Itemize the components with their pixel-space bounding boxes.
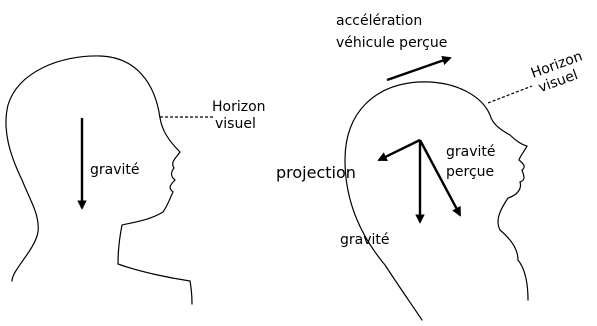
- left-head-outline: [5, 55, 193, 305]
- right-gravity-label: gravité: [340, 232, 390, 248]
- right-head-outline: [344, 81, 529, 321]
- right-horizon-label: Horizon visuel: [529, 47, 594, 97]
- perceived-gravity-arrow: [418, 139, 462, 217]
- left-horizon-label: Horizon visuel: [212, 99, 270, 132]
- right-figure: Horizon visuel accélération véhicule per…: [276, 13, 594, 321]
- left-figure: Horizon visuel gravité: [5, 55, 270, 305]
- projection-arrow: [377, 138, 421, 162]
- projection-label: projection: [276, 163, 356, 182]
- perceived-gravity-label: gravité perçue: [446, 144, 500, 180]
- acceleration-label: accélération véhicule perçue: [336, 13, 447, 51]
- acceleration-arrow: [386, 56, 452, 82]
- right-horizon-line: [487, 85, 533, 104]
- left-gravity-label: gravité: [90, 162, 140, 178]
